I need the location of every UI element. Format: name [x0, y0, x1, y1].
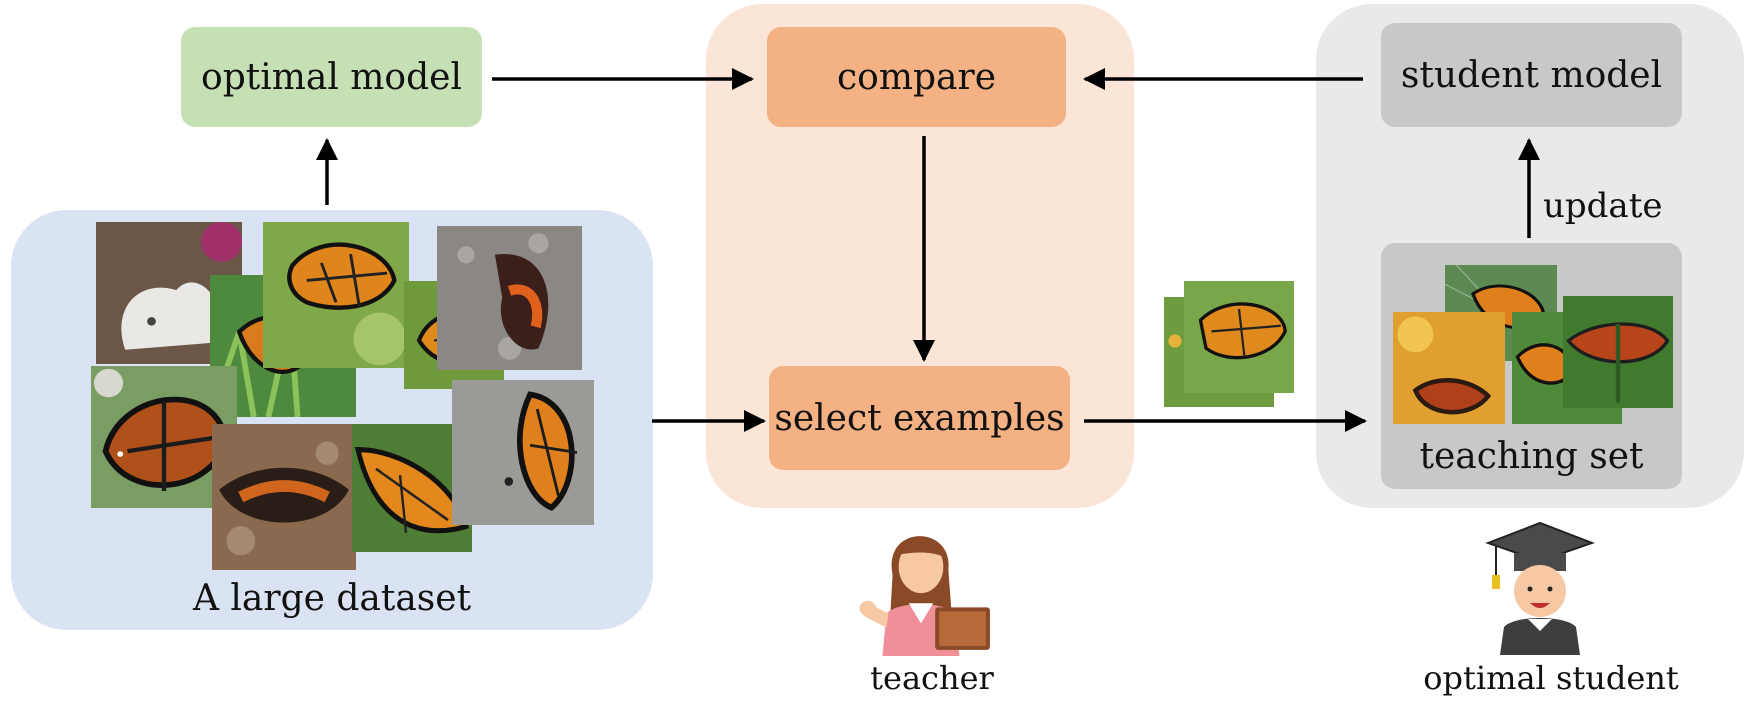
dataset-photo-9 [452, 380, 594, 525]
compare-box: compare [767, 27, 1066, 127]
teaching-photo-2 [1393, 312, 1505, 424]
compare-label: compare [837, 56, 996, 98]
student-model-box: student model [1381, 23, 1682, 127]
dataset-photo-3 [263, 222, 409, 368]
select-examples-label: select examples [774, 397, 1065, 439]
student-model-label: student model [1400, 54, 1663, 96]
select-examples-box: select examples [769, 366, 1070, 470]
selected-example-photo [1184, 281, 1294, 393]
teaching-photo-4 [1563, 296, 1673, 408]
student-label: optimal student [1423, 659, 1679, 697]
teacher-icon [852, 514, 994, 656]
dataset-label: A large dataset [192, 578, 472, 619]
dataset-photo-7 [212, 424, 356, 570]
student-icon [1478, 514, 1598, 656]
optimal-model-label: optimal model [201, 56, 462, 98]
teacher-label: teacher [870, 659, 994, 697]
dataset-photo-5 [437, 226, 582, 370]
optimal-model-box: optimal model [181, 27, 482, 127]
teaching-set-label: teaching set [1419, 436, 1644, 477]
update-label: update [1543, 186, 1663, 226]
